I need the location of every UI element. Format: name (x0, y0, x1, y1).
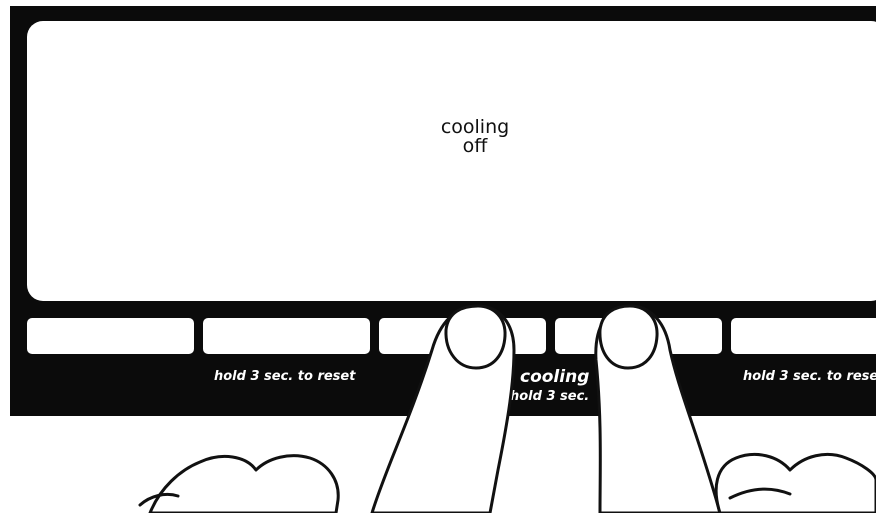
right-fingernail (600, 306, 657, 368)
right-hand-knuckles (716, 454, 876, 513)
left-fingernail (446, 306, 505, 368)
left-hand-knuckles (150, 456, 338, 513)
